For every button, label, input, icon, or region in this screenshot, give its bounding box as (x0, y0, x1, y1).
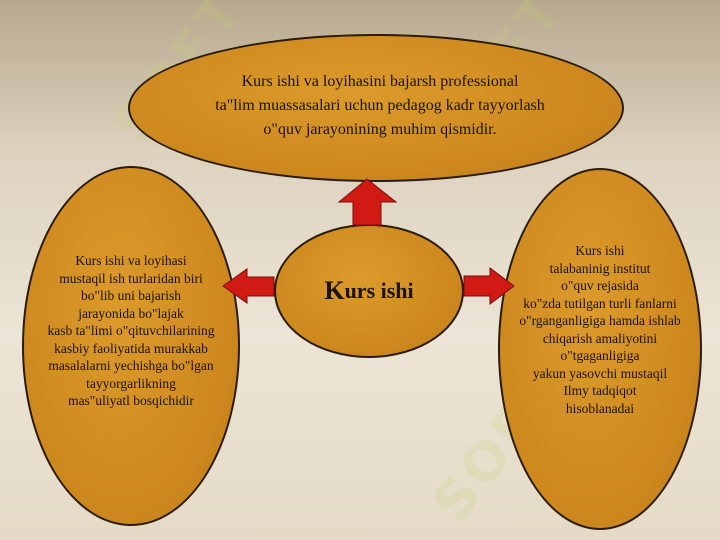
right-oval-line: o"tgaganligiga (560, 348, 640, 363)
top-oval-line: o"quv jarayonining muhim qismidir. (263, 121, 497, 138)
right-oval-line: o"rganganligiga hamda ishlab (519, 313, 681, 328)
center-title-rest: urs ishi (344, 278, 414, 303)
left-oval-line: mustaqil ish turlaridan biri (59, 270, 203, 286)
left-oval-line: masalalarni yechishga bo"lgan (48, 358, 214, 373)
center-oval (274, 224, 464, 358)
left-oval-line: bo"lib uni bajarish (81, 288, 181, 303)
center-title-initial: K (324, 276, 345, 305)
right-oval-text: Kurs ishi talabaninig institut o"quv rej… (500, 242, 700, 417)
left-oval-line: mas"uliyatl bosqichidir (68, 393, 194, 408)
left-oval-line: tayyorgarlikning (86, 375, 176, 391)
right-oval-line: o"quv rejasida (561, 278, 639, 293)
right-oval-line: ko"zda tutilgan turli fanlarni (523, 295, 677, 311)
right-oval-line: talabaninig institut (549, 260, 651, 276)
left-oval-text: Kurs ishi va loyihasi mustaqil ish turla… (24, 252, 238, 410)
top-oval-line: ta"lim muassasalari uchun pedagog kadr t… (215, 97, 545, 114)
arrow-up (337, 178, 398, 226)
left-oval-line: kasbiy faoliyatida murakkab (54, 340, 208, 356)
right-oval-line: Kurs ishi (575, 243, 625, 258)
arrow-right (463, 267, 515, 305)
left-oval-line: jarayonida bo"lajak (78, 305, 184, 321)
top-oval-text: Kurs ishi va loyihasini bajarsh professi… (160, 70, 600, 142)
left-oval-line: Kurs ishi va loyihasi (75, 253, 187, 268)
top-oval-line: Kurs ishi va loyihasini bajarsh professi… (241, 73, 519, 90)
right-oval-line: yakun yasovchi mustaqil (532, 365, 668, 381)
top-oval (128, 34, 624, 182)
left-oval-line: kasb ta"limi o"qituvchilarining (47, 323, 215, 338)
left-oval (22, 166, 240, 526)
right-oval (498, 168, 702, 530)
right-oval-line: chiqarish amaliyotini (542, 330, 658, 346)
right-oval-line: hisoblanadai (565, 400, 635, 416)
right-oval-line: Ilmy tadqiqot (563, 383, 637, 398)
arrow-left (222, 268, 275, 304)
